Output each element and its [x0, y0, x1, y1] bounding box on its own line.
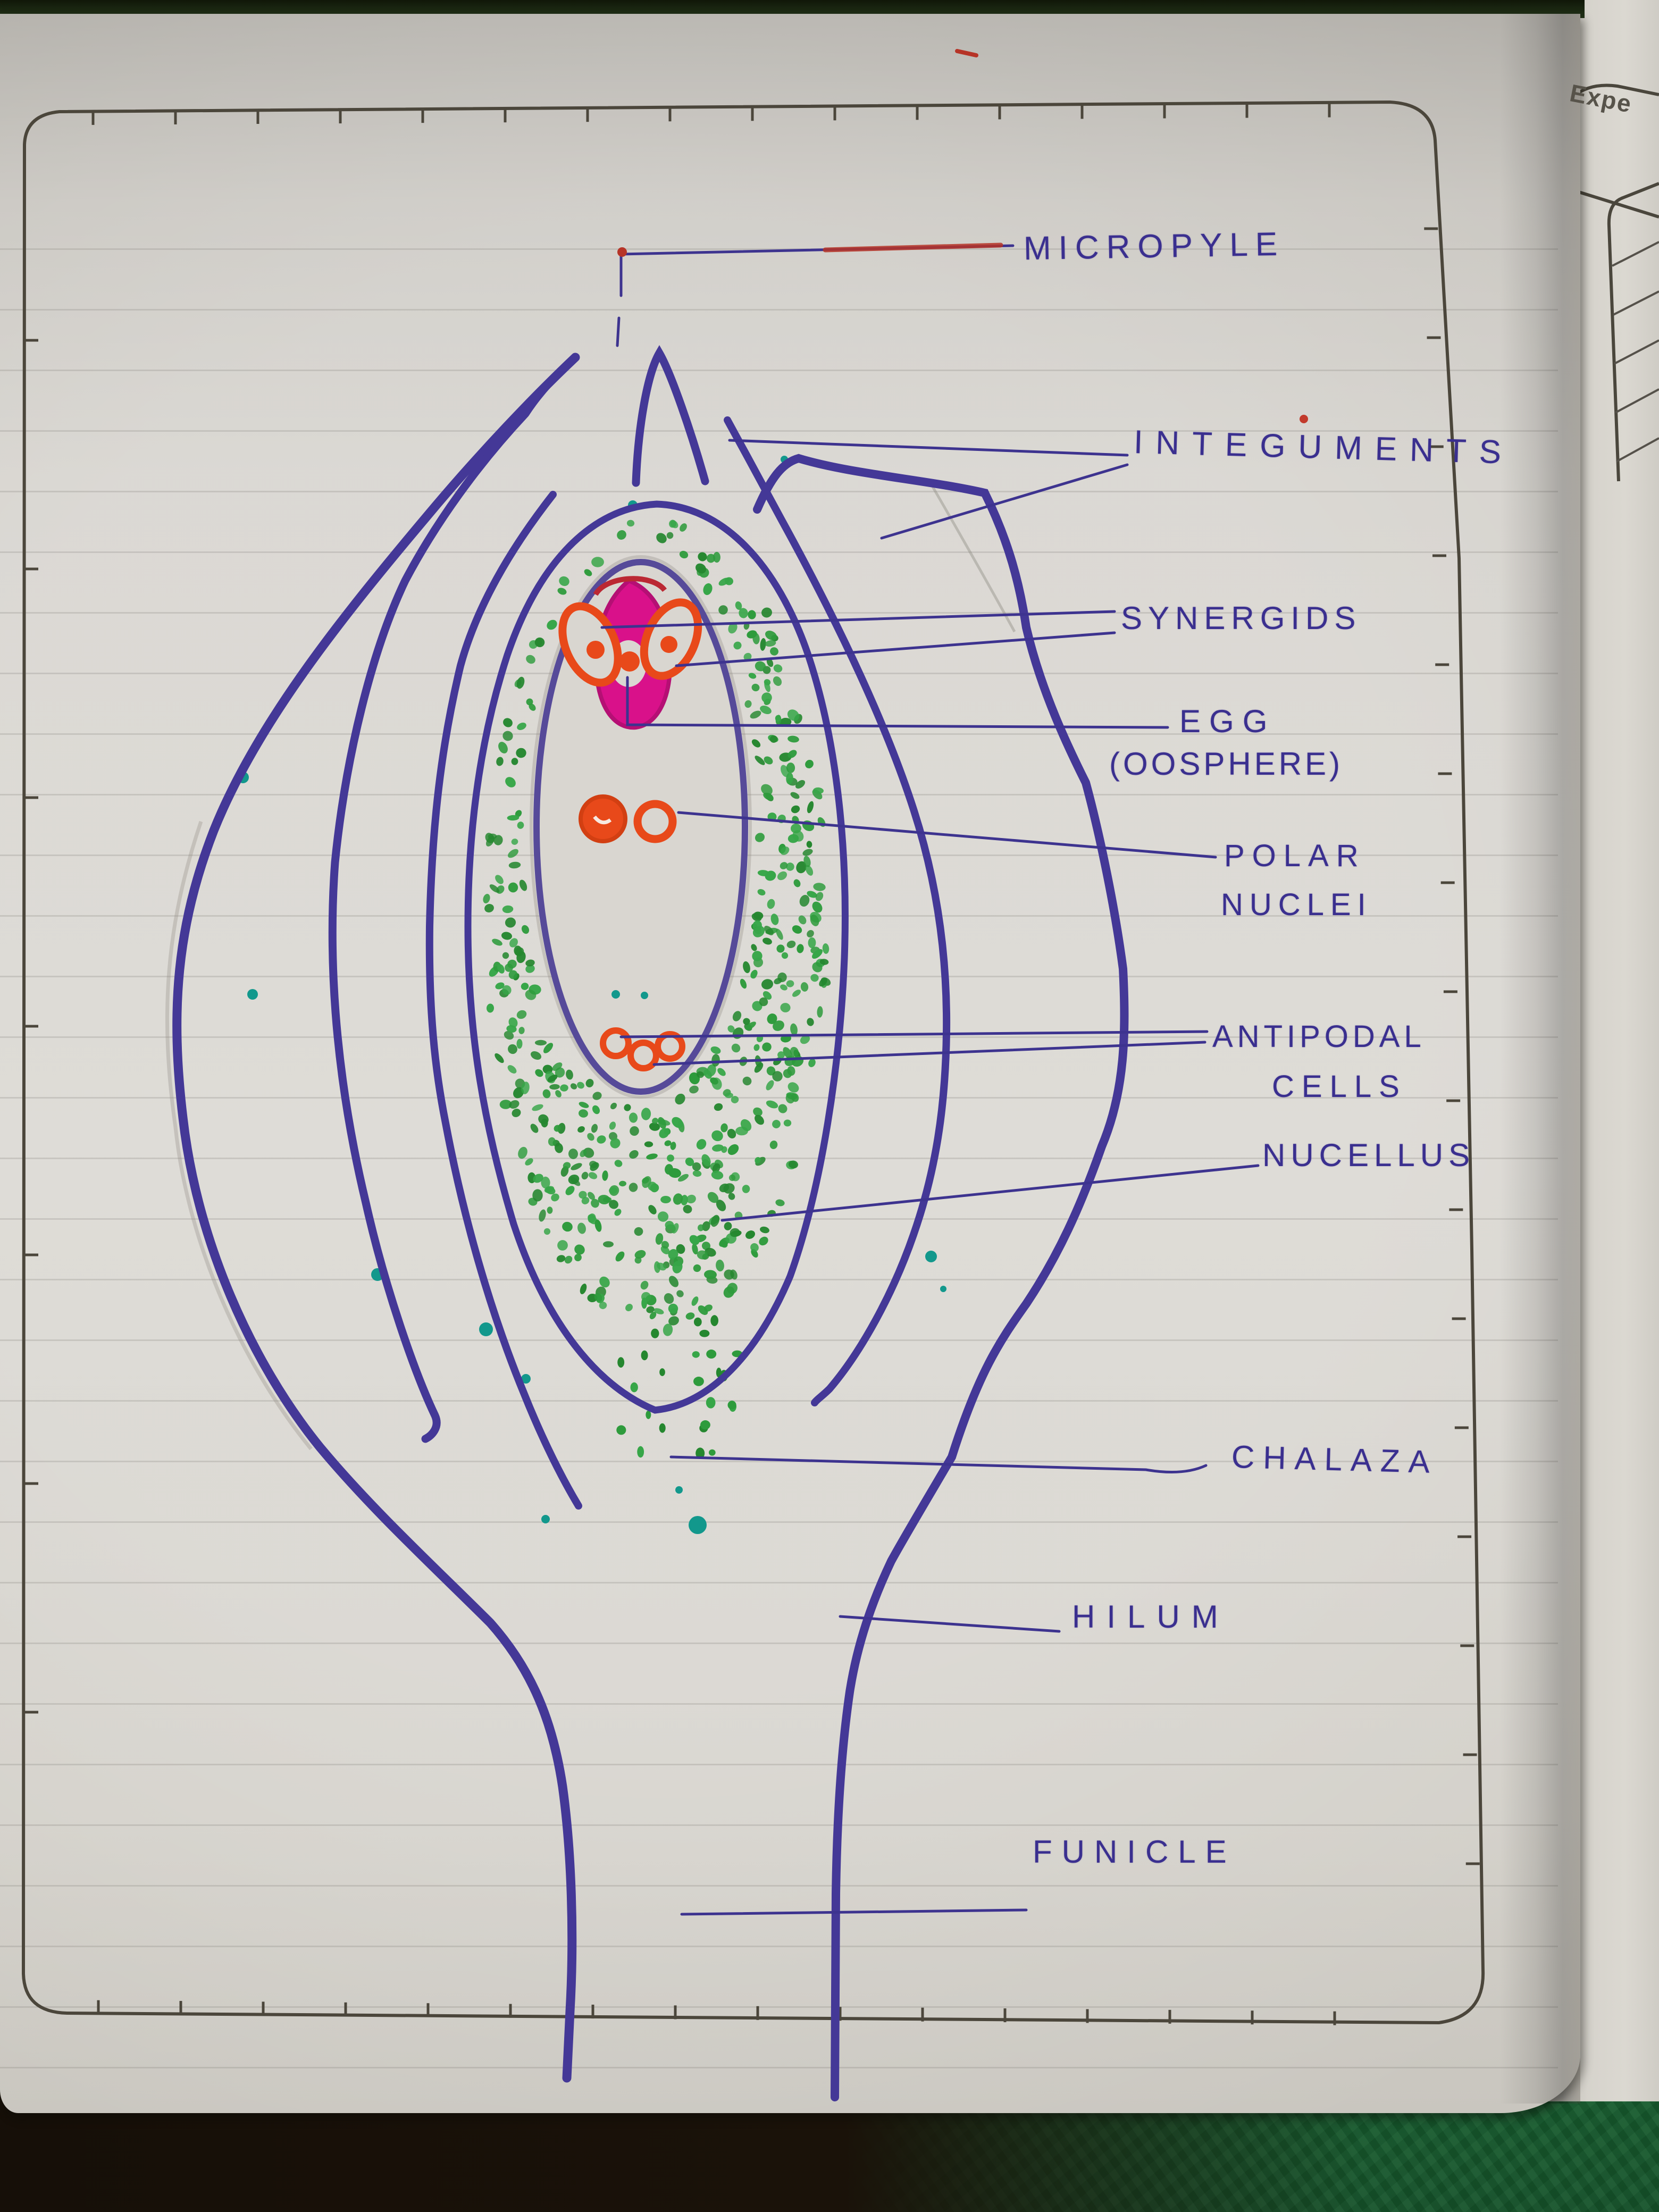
teal-speck — [521, 1374, 531, 1384]
synergid-left-nucleus — [586, 641, 605, 659]
funicle-pointer — [680, 1908, 1028, 1916]
label-funicle: FUNICLE — [1033, 1834, 1236, 1870]
hilum-pointer — [839, 1615, 1061, 1633]
inner-integument-right-line — [724, 416, 951, 1406]
outer-integument-right-line — [753, 454, 1129, 2101]
egg-apparatus — [558, 576, 702, 730]
polar-nucleus-highlight — [593, 815, 612, 825]
teal-speck — [925, 1251, 937, 1262]
synergids-pointer-2 — [675, 631, 1116, 667]
egg-pointer — [626, 676, 1169, 729]
egg-top-crimson-cap — [593, 576, 667, 596]
pencil-under-drawing — [165, 484, 1016, 1451]
integuments-pointer-1 — [728, 439, 1129, 457]
label-oosphere: (OOSPHERE) — [1109, 746, 1344, 782]
page-border-frame — [21, 100, 1485, 2025]
egg-nucleus — [619, 651, 640, 672]
antipodal-pointer-2 — [652, 1041, 1206, 1066]
micropyle-pointer-red-overlay — [823, 242, 1003, 253]
next-page-ruled-lines — [1612, 241, 1659, 463]
inner-integument-right-tip — [632, 345, 709, 487]
red-ink-specks — [617, 49, 1308, 423]
outer-integument-left-inner-line — [328, 353, 580, 1443]
polar-nuclei-pointer — [677, 811, 1217, 859]
next-page-table-frame — [1607, 182, 1659, 482]
label-hilum: HILUM — [1072, 1599, 1230, 1635]
outer-integument-left-outer-line — [172, 353, 580, 2083]
teal-speck — [611, 990, 620, 999]
nucellus-pointer — [720, 1164, 1260, 1222]
label-chalaza: CHALAZA — [1231, 1438, 1439, 1480]
micropyle-pointer-vertical — [616, 248, 623, 347]
label-nucellus: NUCELLUS — [1262, 1137, 1476, 1173]
label-synergids: SYNERGIDS — [1121, 600, 1362, 636]
red-speck-micropyle-corner — [617, 247, 627, 257]
teal-speck — [479, 1322, 493, 1336]
antipodal-cell-3 — [655, 1031, 685, 1062]
teal-ink-specks — [237, 456, 946, 1534]
polar-nucleus-right — [633, 800, 677, 843]
nucellus-dots — [483, 520, 831, 1459]
label-micropyle: MICROPYLE — [1023, 225, 1285, 267]
antipodal-cell-1 — [600, 1027, 632, 1059]
polar-nuclei — [579, 794, 677, 843]
label-cells: CELLS — [1272, 1069, 1407, 1104]
label-antipodal: ANTIPODAL — [1212, 1019, 1426, 1054]
label-pointer-lines — [600, 244, 1260, 1916]
teal-speck — [641, 992, 648, 999]
chalaza-pointer — [669, 1455, 1208, 1473]
teal-speck — [675, 1486, 683, 1494]
teal-speck — [940, 1286, 946, 1292]
synergids-pointer-1 — [600, 610, 1116, 629]
label-nuclei: NUCLEI — [1221, 887, 1372, 922]
label-polar: POLAR — [1224, 839, 1366, 873]
synergid-right-nucleus — [660, 636, 677, 653]
antipodal-cells — [600, 1027, 685, 1071]
red-speck-top — [955, 49, 978, 57]
teal-speck — [247, 989, 258, 1000]
polar-nucleus-left — [579, 794, 627, 843]
antipodal-cell-2 — [627, 1040, 659, 1071]
teal-speck — [689, 1516, 707, 1534]
ovule-outlines — [172, 345, 1129, 2101]
frame-tick-marks — [24, 103, 1480, 2025]
page-fold-shadow — [1499, 14, 1580, 2104]
red-speck-integuments — [1300, 415, 1308, 423]
ruled-lines — [0, 189, 1558, 2082]
antipodal-pointer-1 — [619, 1030, 1209, 1038]
integuments-pointer-2 — [880, 463, 1129, 540]
inner-integument-left-line — [425, 491, 582, 1510]
label-egg: EGG — [1179, 703, 1276, 739]
teal-speck — [541, 1515, 550, 1523]
nucellus-boundary — [464, 500, 849, 1414]
